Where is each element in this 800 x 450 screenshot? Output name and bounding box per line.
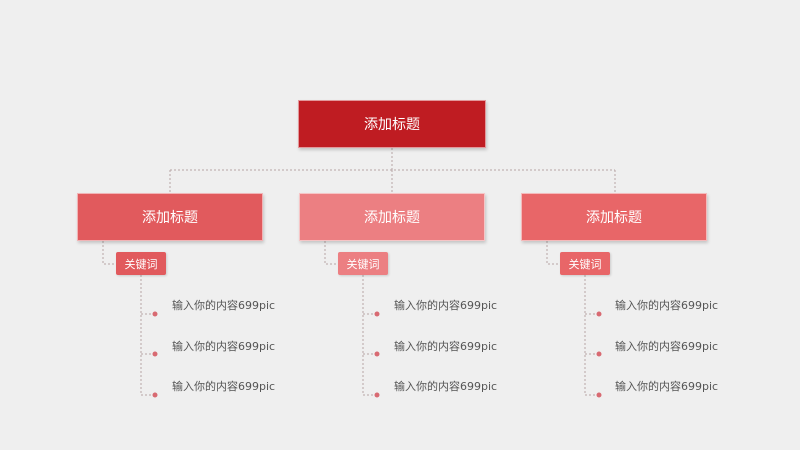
keyword-connector-2 <box>324 241 338 265</box>
list-item[interactable]: 输入你的内容699pic <box>172 380 276 393</box>
branch-title-box-3[interactable]: 添加标题 <box>521 193 707 241</box>
item-dot <box>596 351 602 357</box>
keyword-tag-2[interactable]: 关键词 <box>338 252 388 275</box>
branch-title-box-2[interactable]: 添加标题 <box>299 193 485 241</box>
branch-title-2: 添加标题 <box>364 210 420 226</box>
keyword-tag-3[interactable]: 关键词 <box>560 252 610 275</box>
list-item[interactable]: 输入你的内容699pic <box>172 299 276 312</box>
list-item[interactable]: 输入你的内容699pic <box>172 340 276 353</box>
root-title-box[interactable]: 添加标题 <box>298 100 486 148</box>
list-item[interactable]: 输入你的内容699pic <box>394 299 498 312</box>
list-item[interactable]: 输入你的内容699pic <box>615 380 719 393</box>
item-dot <box>596 311 602 317</box>
keyword-tag-1[interactable]: 关键词 <box>116 252 166 275</box>
list-item[interactable]: 输入你的内容699pic <box>615 299 719 312</box>
item-dot <box>152 392 158 398</box>
item-dot <box>152 311 158 317</box>
branch-title-1: 添加标题 <box>142 210 198 226</box>
item-dot <box>596 392 602 398</box>
branch-title-3: 添加标题 <box>586 210 642 226</box>
item-dot <box>152 351 158 357</box>
keyword-connector-3 <box>546 241 560 265</box>
item-dot <box>374 351 380 357</box>
keyword-connector-1 <box>102 241 116 265</box>
item-dot <box>374 392 380 398</box>
list-item[interactable]: 输入你的内容699pic <box>615 340 719 353</box>
root-title: 添加标题 <box>364 117 420 133</box>
list-item[interactable]: 输入你的内容699pic <box>394 380 498 393</box>
item-dot <box>374 311 380 317</box>
list-item[interactable]: 输入你的内容699pic <box>394 340 498 353</box>
branch-title-box-1[interactable]: 添加标题 <box>77 193 263 241</box>
